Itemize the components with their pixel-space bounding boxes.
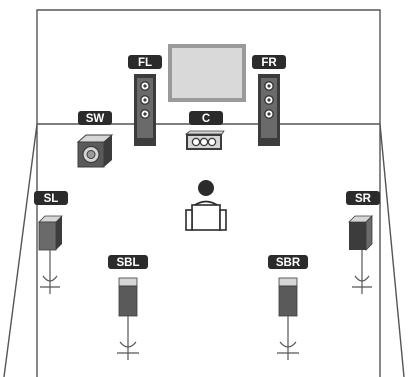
speaker-c-label: C — [189, 111, 223, 125]
svg-text:FR: FR — [261, 57, 277, 69]
speaker-sbr-label: SBR — [268, 255, 308, 269]
speaker-sl-label: SL — [34, 191, 68, 205]
speaker-fr-label: FR — [252, 55, 286, 69]
speaker-sl: SL — [34, 191, 68, 294]
speaker-sbl: SBL — [108, 255, 148, 360]
subwoofer-icon — [76, 134, 114, 168]
svg-text:FL: FL — [138, 57, 152, 69]
surround-back-speaker-icon — [278, 277, 298, 342]
tower-speaker-icon — [258, 74, 280, 146]
svg-text:SBL: SBL — [117, 257, 140, 269]
speaker-sw: SW — [76, 111, 114, 168]
speaker-fl: FL — [128, 55, 162, 146]
speaker-fr: FR — [252, 55, 286, 146]
speaker-sbl-label: SBL — [108, 255, 148, 269]
speaker-fl-label: FL — [128, 55, 162, 69]
listener-icon — [185, 180, 227, 231]
svg-text:SL: SL — [44, 193, 59, 205]
surround-speaker-icon — [38, 215, 63, 276]
surround-speaker-icon — [348, 215, 373, 276]
speaker-stand-icon — [40, 275, 60, 294]
speaker-stand-icon — [117, 341, 139, 360]
speaker-sr: SR — [346, 191, 380, 294]
speaker-sr-label: SR — [346, 191, 380, 205]
svg-text:SR: SR — [355, 193, 372, 205]
speaker-sw-label: SW — [78, 111, 112, 125]
tower-speaker-icon — [134, 74, 156, 146]
tv-screen-icon — [168, 44, 246, 102]
surround-back-speaker-icon — [118, 277, 138, 342]
speaker-stand-icon — [352, 275, 372, 294]
center-speaker-icon — [184, 130, 225, 150]
svg-text:SW: SW — [86, 113, 105, 125]
speaker-stand-icon — [277, 341, 299, 360]
speaker-sbr: SBR — [268, 255, 308, 360]
svg-text:SBR: SBR — [276, 257, 301, 269]
svg-text:C: C — [202, 113, 210, 125]
speaker-c: C — [184, 111, 225, 150]
